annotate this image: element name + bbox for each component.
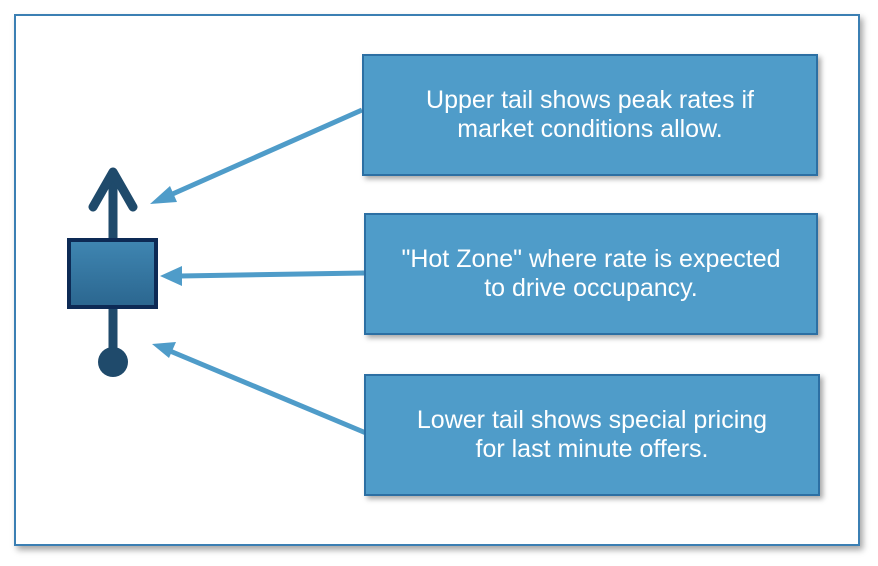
connector-arrows [150, 107, 367, 436]
arrow-upper-tail [150, 107, 364, 204]
callout-upper-tail-text: Upper tail shows peak rates if market co… [426, 86, 754, 143]
callout-upper-tail: Upper tail shows peak rates if market co… [362, 54, 818, 176]
upper-tail-arrowhead [88, 167, 138, 212]
callout-lower-tail: Lower tail shows special pricing for las… [364, 374, 820, 496]
callout-hot-zone: "Hot Zone" where rate is expected to dri… [364, 213, 818, 335]
hot-zone-box [67, 238, 158, 309]
arrow-lower-tail [152, 342, 367, 436]
callout-hot-zone-text: "Hot Zone" where rate is expected to dri… [401, 245, 781, 302]
arrow-hot-zone [160, 266, 365, 286]
lower-tail-endpoint [98, 347, 128, 377]
callout-lower-tail-text: Lower tail shows special pricing for las… [416, 406, 768, 463]
rate-range-glyph [67, 167, 158, 377]
